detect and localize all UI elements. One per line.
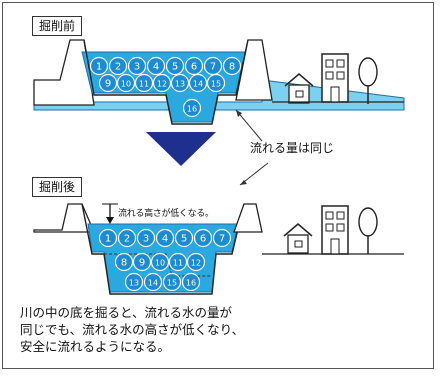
after-channel-outline [81, 203, 245, 295]
water-cell-number: 10 [155, 259, 165, 268]
water-cell [132, 252, 152, 272]
caption-line: 安全に流れるようになる。 [20, 339, 171, 354]
water-cell-number: 1 [96, 62, 102, 73]
water-cell [134, 73, 154, 93]
water-cell-number: 13 [129, 279, 139, 288]
building-icon [321, 205, 349, 255]
water-cell [146, 56, 166, 76]
before-right-bank [235, 39, 273, 101]
water-cell [162, 272, 182, 292]
water-cell-number: 11 [173, 259, 183, 268]
water-cell [174, 228, 194, 248]
water-cell [127, 56, 147, 76]
water-cell [117, 228, 137, 248]
water-cell [170, 73, 190, 93]
caption-line: 川の中の底を掘ると、流れる水の量が [20, 305, 233, 320]
before-label: 掘削前 [32, 16, 83, 36]
house-icon [283, 223, 313, 254]
water-cell-number: 8 [229, 62, 235, 73]
water-cell-number: 5 [181, 234, 187, 245]
water-cell-number: 8 [121, 258, 127, 269]
water-cell-number: 10 [121, 80, 131, 89]
water-cell [184, 56, 204, 76]
building-icon [321, 53, 349, 103]
before-left-bank [33, 39, 95, 106]
water-cell-number: 16 [186, 279, 196, 288]
water-cell-number: 14 [193, 80, 203, 89]
water-cell [222, 56, 242, 76]
water-cell-number: 3 [143, 234, 149, 245]
before-channel-outline [83, 39, 249, 125]
water-cell [188, 73, 208, 93]
water-cell-number: 12 [157, 80, 167, 89]
same-volume-pointers [235, 109, 269, 186]
water-cell [181, 272, 201, 292]
water-cell [155, 228, 175, 248]
water-cell-number: 4 [153, 62, 159, 73]
water-cell [116, 73, 136, 93]
water-cell [143, 272, 163, 292]
water-cell [206, 73, 226, 93]
water-cell [212, 228, 232, 248]
water-cell [98, 73, 118, 93]
water-cell [165, 56, 185, 76]
tree-icon [358, 207, 378, 254]
water-cell [193, 228, 213, 248]
tree-icon [358, 57, 378, 104]
water-cell [89, 56, 109, 76]
water-cell [108, 56, 128, 76]
water-cell-number: 5 [172, 62, 178, 73]
water-cell [182, 98, 202, 118]
water-cell-number: 7 [210, 62, 216, 73]
water-cell-number: 16 [187, 105, 197, 114]
water-cell [114, 252, 134, 272]
water-cell-number: 7 [219, 234, 225, 245]
water-cell-number: 2 [115, 62, 121, 73]
water-cell-number: 9 [105, 79, 111, 90]
water-cell-number: 14 [148, 279, 158, 288]
old-bed-line [104, 253, 212, 277]
water-cell-number: 9 [139, 258, 145, 269]
water-cell-number: 11 [139, 80, 149, 89]
same-volume-note: 流れる量は同じ [250, 141, 335, 155]
water-cell-number: 13 [175, 80, 185, 89]
house-icon [284, 73, 314, 104]
caption: 川の中の底を掘ると、流れる水の量が 同じでも、流れる水の高さが低くなり、 安全に… [20, 304, 350, 355]
after-right-bank [233, 203, 263, 233]
water-cell [152, 73, 172, 93]
water-cell-number: 15 [211, 80, 221, 89]
water-cell-number: 12 [191, 259, 201, 268]
water-cell-number: 2 [124, 234, 130, 245]
after-label: 掘削後 [32, 177, 83, 197]
water-cell [136, 228, 156, 248]
water-cell-number: 4 [162, 234, 168, 245]
water-cell [168, 252, 188, 272]
water-cell [124, 272, 144, 292]
caption-line: 同じでも、流れる水の高さが低くなり、 [20, 322, 245, 337]
water-cell-number: 6 [200, 234, 206, 245]
water-cell-number: 3 [134, 62, 140, 73]
water-cell-number: 15 [167, 279, 177, 288]
water-cell [186, 252, 206, 272]
transition-arrow [146, 132, 216, 166]
water-cell-number: 1 [105, 234, 111, 245]
lowered-height-note: 流れる高さが低くなる。 [118, 209, 214, 219]
water-cell [98, 228, 118, 248]
water-cell [150, 252, 170, 272]
water-cell-number: 6 [191, 62, 197, 73]
